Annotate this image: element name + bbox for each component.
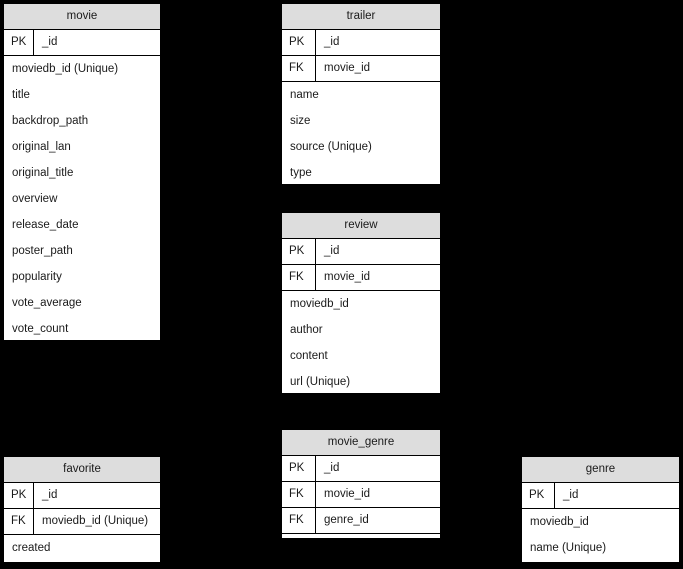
entity-title-movie_genre: movie_genre xyxy=(282,430,440,456)
attribute-row[interactable]: original_title xyxy=(12,167,74,179)
attribute-row[interactable]: url (Unique) xyxy=(290,376,351,388)
key-tag: FK xyxy=(282,508,316,533)
key-row[interactable]: PK _id xyxy=(4,30,160,56)
key-tag: PK xyxy=(282,239,316,264)
attribute-row[interactable]: vote_count xyxy=(12,323,69,335)
attribute-list: name size source (Unique) type xyxy=(282,82,440,184)
key-name: movie_id xyxy=(324,488,371,500)
key-tag: PK xyxy=(282,456,316,481)
key-row[interactable]: PK _id xyxy=(282,30,440,56)
entity-title-movie: movie xyxy=(4,4,160,30)
attribute-row[interactable]: content xyxy=(290,350,328,362)
key-row[interactable]: FK moviedb_id (Unique) xyxy=(4,509,160,535)
attribute-row[interactable]: name (Unique) xyxy=(530,542,607,554)
entity-title-trailer: trailer xyxy=(282,4,440,30)
key-row[interactable]: PK _id xyxy=(4,483,160,509)
key-row[interactable]: PK _id xyxy=(282,239,440,265)
entity-title-favorite: favorite xyxy=(4,457,160,483)
key-tag: PK xyxy=(4,30,34,55)
key-tag: PK xyxy=(522,483,555,508)
attribute-row[interactable]: overview xyxy=(12,193,58,205)
attribute-row[interactable]: source (Unique) xyxy=(290,141,372,153)
key-row[interactable]: FK movie_id xyxy=(282,265,440,291)
key-tag: FK xyxy=(282,482,316,507)
key-row[interactable]: FK movie_id xyxy=(282,482,440,508)
key-row[interactable]: FK genre_id xyxy=(282,508,440,534)
attribute-row[interactable]: moviedb_id xyxy=(290,298,349,310)
key-row[interactable]: FK movie_id xyxy=(282,56,440,82)
key-tag: FK xyxy=(282,265,316,290)
attribute-row[interactable]: size xyxy=(290,115,311,127)
key-name: _id xyxy=(42,36,58,48)
attribute-row[interactable]: title xyxy=(12,89,30,101)
key-tag: PK xyxy=(282,30,316,55)
key-name: _id xyxy=(324,245,340,257)
key-name: _id xyxy=(324,462,340,474)
key-name: moviedb_id (Unique) xyxy=(42,515,149,527)
key-name: movie_id xyxy=(324,62,371,74)
key-tag: PK xyxy=(4,483,34,508)
entity-title-review: review xyxy=(282,213,440,239)
key-name: _id xyxy=(42,489,58,501)
key-tag: FK xyxy=(4,509,34,534)
key-tag: FK xyxy=(282,56,316,81)
key-name: _id xyxy=(563,489,579,501)
attribute-row[interactable]: moviedb_id (Unique) xyxy=(12,63,119,75)
attribute-row[interactable]: moviedb_id xyxy=(530,516,589,528)
attribute-row[interactable]: type xyxy=(290,167,312,179)
key-row[interactable]: PK _id xyxy=(282,456,440,482)
key-name: movie_id xyxy=(324,271,371,283)
attribute-row[interactable]: popularity xyxy=(12,271,62,283)
key-name: _id xyxy=(324,36,340,48)
attribute-row[interactable]: name xyxy=(290,89,319,101)
attribute-row[interactable]: poster_path xyxy=(12,245,73,257)
entity-title-genre: genre xyxy=(522,457,679,483)
key-row[interactable]: PK _id xyxy=(522,483,679,509)
attribute-row[interactable]: backdrop_path xyxy=(12,115,89,127)
attribute-row[interactable]: vote_average xyxy=(12,297,82,309)
attribute-row[interactable]: created xyxy=(12,542,51,554)
key-name: genre_id xyxy=(324,514,369,526)
attribute-row[interactable]: author xyxy=(290,324,323,336)
attribute-list: created xyxy=(4,535,160,561)
attribute-row[interactable]: original_lan xyxy=(12,141,71,153)
attribute-row[interactable]: release_date xyxy=(12,219,79,231)
